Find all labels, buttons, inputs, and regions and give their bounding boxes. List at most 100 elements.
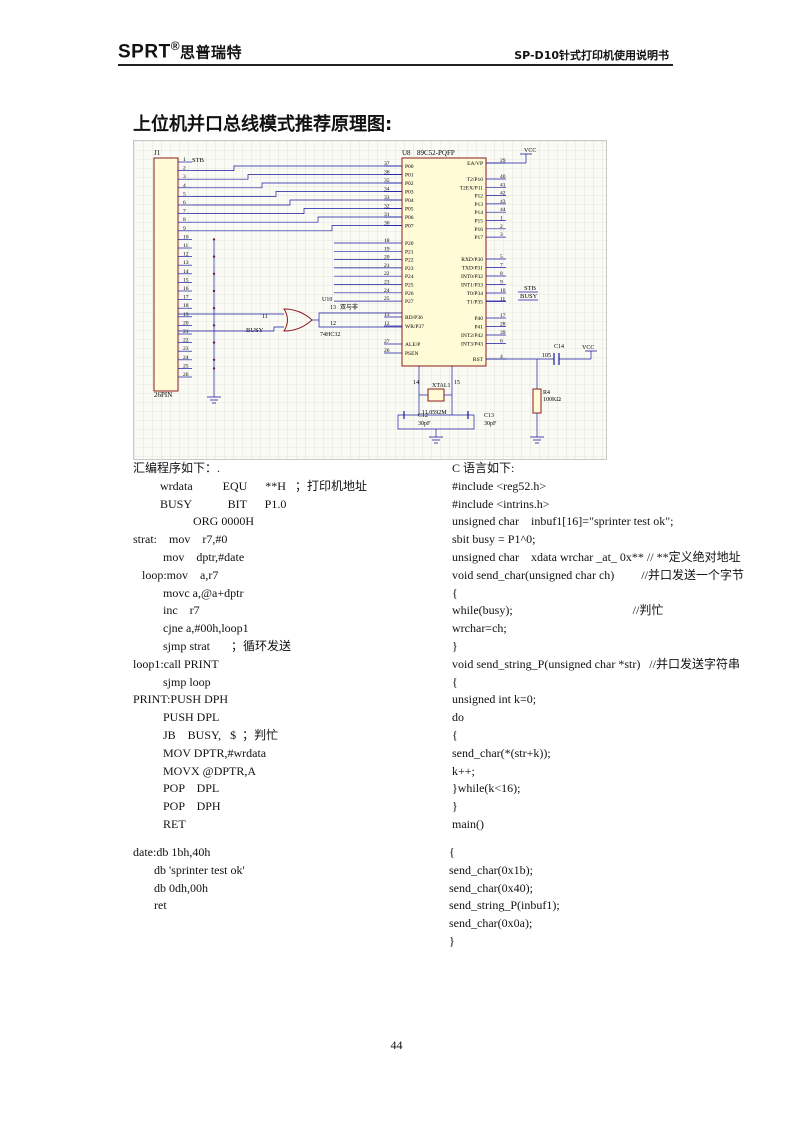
mcu-pin-label: P23 (405, 266, 414, 272)
mcu-pin-num: 26 (384, 348, 390, 354)
c-main-block: {send_char(0x1b);send_char(0x40);send_st… (449, 844, 560, 951)
code-line: #include <intrins.h> (452, 496, 550, 511)
mcu-pin-num: 40 (500, 174, 506, 180)
code-line: mov dptr,#date (133, 549, 245, 564)
code-line: POP DPL (133, 781, 220, 796)
mcu-pin-label: P14 (474, 210, 483, 216)
mcu-pin-label: T2EX/P11 (460, 185, 484, 191)
mcu-pin-num: 29 (500, 158, 506, 164)
mcu-pin-label: PSEN (405, 351, 418, 357)
ground-icon (530, 436, 544, 444)
code-line: PRINT:PUSH DPH (133, 692, 229, 707)
mcu-pin-num: 31 (384, 212, 390, 218)
mcu-pin-num: 44 (500, 207, 506, 213)
connector-pin-num: 7 (183, 209, 186, 215)
mcu-pin-label: RST (473, 357, 484, 363)
connector-pin-num: 9 (183, 226, 186, 232)
connector-pin-num: 17 (183, 295, 189, 301)
mcu-name: 89C52-PQFP (417, 149, 455, 157)
code-line: PUSH DPL (133, 710, 220, 725)
mcu-pin-label: P24 (405, 274, 414, 280)
mcu-pin-num: 3 (500, 232, 503, 238)
mcu-left-pins: P0037P0136P0235P0334P0433P0532P0631P0730… (334, 161, 424, 357)
connector-pin-num: 23 (183, 346, 189, 352)
mcu-pin-label: INT1/P33 (461, 283, 483, 289)
mcu-pin-label: RXD/P30 (461, 257, 483, 263)
mcu-pin-label: INT2/P42 (461, 333, 483, 339)
connector-name: 26PIN (154, 391, 172, 399)
mcu-pin-num: 20 (384, 255, 390, 261)
document-title: SP-D10针式打印机使用说明书 (514, 49, 669, 62)
connector-pin-num: 20 (183, 320, 189, 326)
code-line: 汇编程序如下：. (133, 461, 221, 475)
page-header: SPRT®思普瑞特 SP-D10针式打印机使用说明书 (118, 38, 673, 66)
code-line: }while(k<16); (452, 781, 521, 796)
code-line: ORG 0000H (133, 514, 255, 529)
asm-data-block: date:db 1bh,40h db 'sprinter test ok' db… (133, 844, 245, 915)
stb-out-label: STB (524, 285, 537, 292)
mcu-pin-label: WR/P37 (405, 324, 424, 330)
mcu-pin-num: 36 (384, 170, 390, 176)
mcu-pin-num: 13 (384, 312, 390, 318)
code-line: ret (133, 898, 167, 913)
connector-pin-num: 19 (183, 312, 189, 318)
ground-icon (429, 436, 443, 444)
code-line: { (452, 674, 458, 689)
connector-pin-num: 26 (183, 372, 189, 378)
mcu-pin-label: P02 (405, 181, 414, 187)
code-line: MOVX @DPTR,A (133, 763, 257, 778)
code-line: } (452, 799, 458, 814)
crystal-xtal1 (427, 388, 445, 402)
code-line: cjne a,#00h,loop1 (133, 621, 249, 636)
busy-label: BUSY (246, 327, 264, 334)
code-line: JB BUSY, $ ；判忙 (133, 727, 279, 742)
mcu-pin-label: P22 (405, 258, 414, 264)
mcu-pin-num: 12 (384, 321, 390, 327)
mcu-u8 (401, 157, 487, 367)
mcu-pin-num: 21 (384, 263, 390, 269)
code-line: movc a,@a+dptr (133, 585, 244, 600)
mcu-pin-num: 11 (500, 297, 506, 303)
schematic-svg: J1 26PIN 1234567891011121314151617181920… (134, 141, 606, 459)
code-line: main() (452, 816, 484, 831)
gate-pin-b: 12 (330, 321, 336, 327)
code-line: do (452, 710, 464, 725)
connector-pin-num: 6 (183, 200, 186, 206)
connector-pin-num: 13 (183, 260, 189, 266)
brand-logo: SPRT®思普瑞特 (118, 39, 243, 63)
code-line: void send_char(unsigned char ch) //并口发送一… (452, 567, 744, 582)
code-line: { (449, 845, 455, 859)
xtal-value: 11.0592M (422, 410, 447, 416)
gate-label: 双与非 (340, 303, 358, 311)
code-line: C 语言如下: (452, 461, 515, 475)
code-line: db 'sprinter test ok' (133, 862, 245, 877)
code-line: void send_string_P(unsigned char *str) /… (452, 656, 740, 671)
code-line: while(busy); //判忙 (452, 603, 664, 618)
mcu-pin-label: P03 (405, 190, 414, 196)
connector-pin-num: 25 (183, 363, 189, 369)
code-line: loop:mov a,r7 (133, 567, 219, 582)
r4-value: 100KΩ (543, 397, 561, 403)
code-line: sjmp strat ；循环发送 (133, 638, 291, 653)
mcu-pin-label: P13 (474, 202, 483, 208)
c12-value: 30pF (418, 421, 431, 427)
mcu-pin-label: P06 (405, 215, 414, 221)
gate-ref: U10 (322, 297, 332, 303)
mcu-pin-num: 33 (384, 195, 390, 201)
code-line: loop1:call PRINT (133, 656, 219, 671)
mcu-pin-label: P07 (405, 224, 414, 230)
connector-j1 (153, 157, 179, 392)
code-line: send_char(0x1b); (449, 862, 533, 877)
connector-pin-num: 10 (183, 234, 189, 240)
code-line: date:db 1bh,40h (133, 845, 211, 859)
mcu-pin-num: 6 (500, 339, 503, 345)
r4-ref: R4 (543, 390, 550, 396)
page-number: 44 (390, 1038, 403, 1052)
xtal-pin-a: 14 (413, 380, 419, 386)
mcu-pin-num: 35 (384, 178, 390, 184)
mcu-pin-num: 37 (384, 161, 390, 167)
mcu-pin-label: P27 (405, 299, 414, 305)
connector-pin-num: 15 (183, 277, 189, 283)
code-line: RET (133, 816, 186, 831)
